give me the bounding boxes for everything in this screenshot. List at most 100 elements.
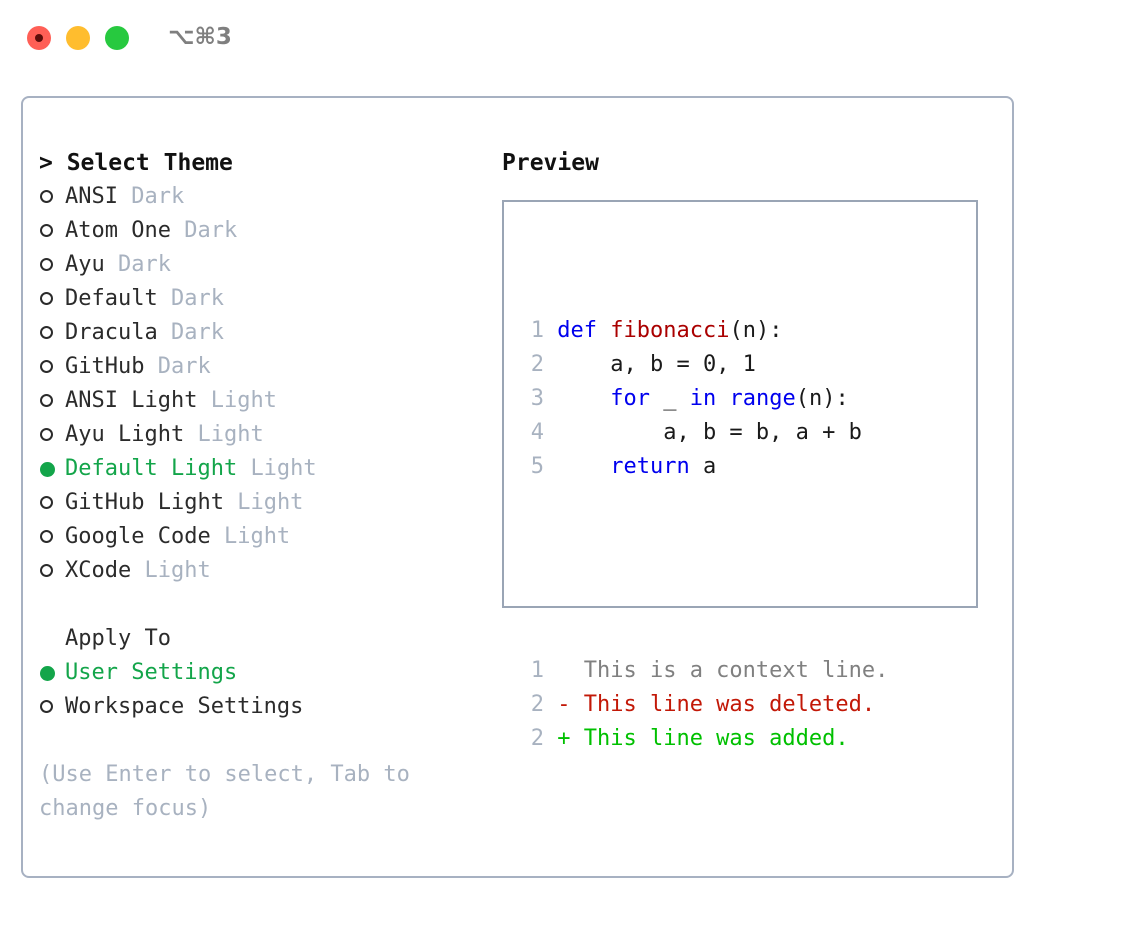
theme-option-tag: Dark — [170, 320, 224, 345]
code-token: (n): — [795, 386, 849, 411]
line-number: 2 — [530, 352, 544, 377]
apply-to-option-label: User Settings — [65, 660, 238, 685]
diff-line-text: + This line was added. — [544, 726, 849, 751]
theme-option-ayu-light[interactable]: Ayu Light Light — [39, 418, 479, 452]
label-tag-separator — [224, 486, 237, 520]
line-number: 3 — [530, 386, 544, 411]
label-tag-separator — [197, 384, 210, 418]
theme-option-tag: Dark — [157, 354, 211, 379]
theme-option-label: Atom One — [65, 218, 171, 243]
list-spacer — [39, 588, 479, 622]
window-controls — [27, 26, 129, 50]
line-number: 2 — [530, 692, 544, 717]
preview-column: Preview 1 def fibonacci(n):2 a, b = 0, 1… — [502, 146, 978, 751]
theme-option-tag: Light — [144, 558, 211, 583]
code-blank-line — [518, 552, 888, 586]
theme-option-label: Google Code — [65, 524, 211, 549]
keyboard-shortcut-label: ⌥⌘3 — [168, 24, 232, 50]
theme-option-tag: Light — [250, 456, 317, 481]
theme-option-tag: Dark — [184, 218, 238, 243]
code-line: 5 return a — [518, 450, 888, 484]
theme-option-label: Dracula — [65, 320, 158, 345]
theme-option-label: ANSI Light — [65, 388, 198, 413]
code-token: return — [610, 454, 690, 479]
theme-option-label: GitHub — [65, 354, 145, 379]
theme-option-label: Ayu — [65, 252, 105, 277]
theme-option-tag: Light — [197, 422, 264, 447]
label-tag-separator — [171, 214, 184, 248]
code-token: _ — [649, 386, 690, 411]
theme-option-ansi[interactable]: ANSI Dark — [39, 180, 479, 214]
label-tag-separator — [105, 248, 118, 282]
theme-option-github-light[interactable]: GitHub Light Light — [39, 486, 479, 520]
theme-option-label: GitHub Light — [65, 490, 224, 515]
gutter-gap — [544, 318, 557, 343]
theme-option-ansi-light[interactable]: ANSI Light Light — [39, 384, 479, 418]
code-line: 1 def fibonacci(n): — [518, 314, 888, 348]
gutter-gap — [544, 386, 557, 411]
theme-option-default-light[interactable]: Default Light Light — [39, 452, 479, 486]
diff-line: 1 This is a context line. — [518, 654, 889, 688]
code-token — [716, 386, 729, 411]
gutter-gap — [544, 352, 557, 377]
theme-option-tag: Dark — [131, 184, 185, 209]
label-tag-separator — [158, 282, 171, 316]
code-token: range — [729, 386, 796, 411]
code-token: def — [557, 318, 611, 343]
code-line: 3 for _ in range(n): — [518, 382, 888, 416]
theme-option-xcode[interactable]: XCode Light — [39, 554, 479, 588]
theme-option-tag: Light — [210, 388, 277, 413]
select-theme-heading: > Select Theme — [39, 150, 233, 176]
theme-option-ayu[interactable]: Ayu Dark — [39, 248, 479, 282]
apply-to-option-user-settings[interactable]: User Settings — [39, 656, 479, 690]
close-button[interactable] — [27, 26, 51, 50]
code-token — [557, 386, 610, 411]
title-bar: ⌥⌘3 — [0, 0, 1140, 78]
line-number: 1 — [530, 318, 544, 343]
label-tag-separator — [184, 418, 197, 452]
theme-option-tag: Dark — [170, 286, 224, 311]
apply-to-option-label: Workspace Settings — [65, 694, 304, 719]
line-number: 4 — [530, 420, 544, 445]
diff-line: 2 + This line was added. — [518, 722, 888, 756]
label-tag-separator — [131, 554, 144, 588]
theme-option-label: Default — [65, 286, 158, 311]
code-token: fibonacci — [610, 318, 730, 343]
code-token: for — [610, 386, 650, 411]
theme-option-google-code[interactable]: Google Code Light — [39, 520, 479, 554]
diff-line-text: - This line was deleted. — [544, 692, 876, 717]
theme-option-atom-one[interactable]: Atom One Dark — [39, 214, 479, 248]
code-token: a, b = 0, 1 — [557, 352, 756, 377]
theme-option-label: Ayu Light — [65, 422, 185, 447]
maximize-button[interactable] — [105, 26, 129, 50]
label-tag-separator — [211, 520, 224, 554]
theme-option-dracula[interactable]: Dracula Dark — [39, 316, 479, 350]
code-token: a — [689, 454, 717, 479]
preview-heading: Preview — [502, 150, 599, 176]
line-number: 5 — [530, 454, 544, 479]
gutter-gap — [544, 420, 557, 445]
line-number: 1 — [530, 658, 544, 683]
code-token — [557, 454, 610, 479]
label-tag-separator — [118, 180, 131, 214]
theme-option-label: Default Light — [65, 456, 238, 481]
theme-option-github[interactable]: GitHub Dark — [39, 350, 479, 384]
theme-option-default[interactable]: Default Dark — [39, 282, 479, 316]
label-tag-separator — [237, 452, 250, 486]
apply-to-option-workspace-settings[interactable]: Workspace Settings — [39, 690, 479, 724]
theme-option-label: ANSI — [65, 184, 118, 209]
keyboard-hint: (Use Enter to select, Tab to change focu… — [39, 762, 424, 821]
theme-option-tag: Dark — [118, 252, 171, 277]
theme-option-label: XCode — [65, 558, 132, 583]
diff-line: 2 - This line was deleted. — [518, 688, 888, 722]
code-line: 4 a, b = b, a + b — [518, 416, 888, 450]
code-line: 2 a, b = 0, 1 — [518, 348, 888, 382]
line-number: 2 — [530, 726, 544, 751]
code-token: in — [689, 386, 717, 411]
minimize-button[interactable] — [66, 26, 90, 50]
gutter-gap — [544, 454, 557, 479]
